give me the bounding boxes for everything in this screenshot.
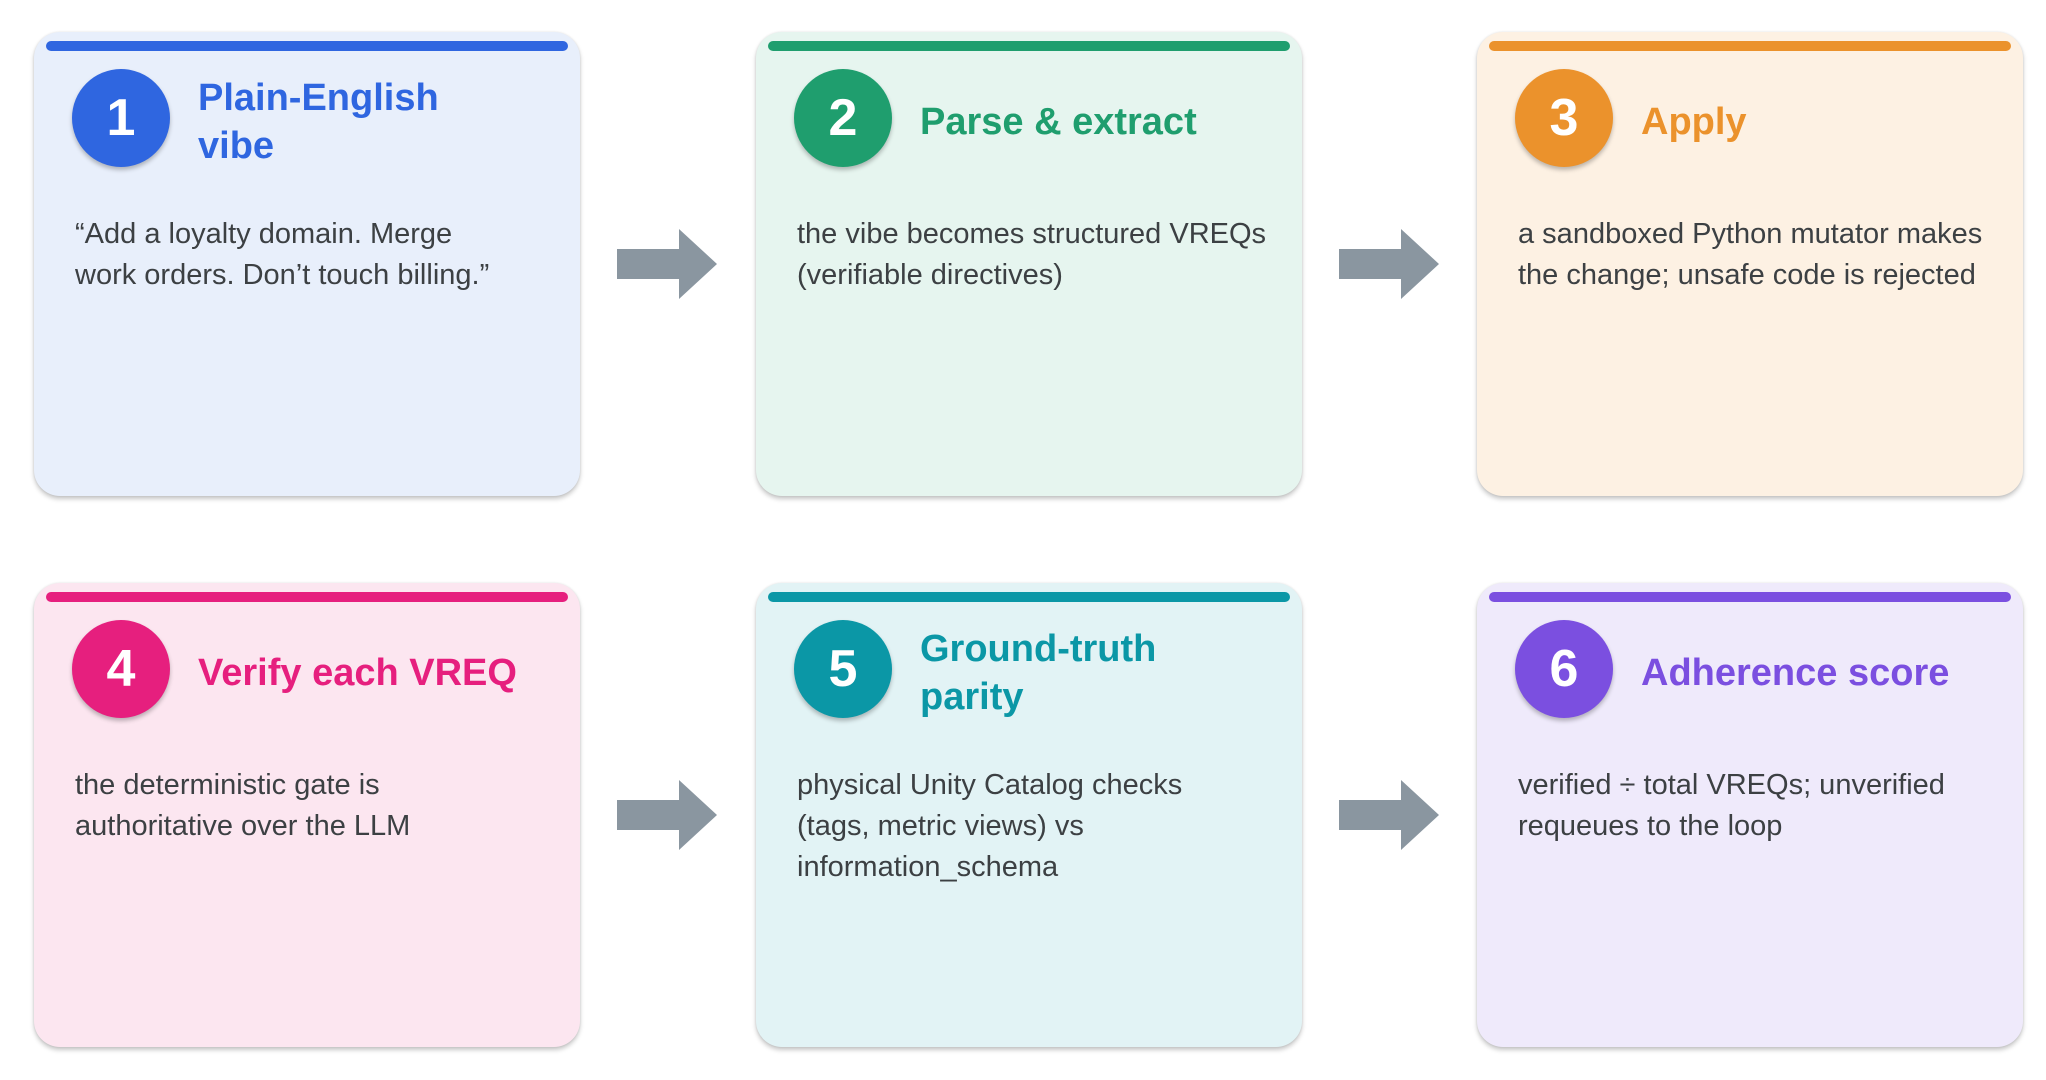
card-accent-bar <box>1489 592 2011 602</box>
step-title: Plain-English vibe <box>198 77 439 167</box>
right-arrow-icon <box>1339 780 1439 850</box>
card-accent-bar <box>1489 41 2011 51</box>
step-description: the deterministic gate is authoritative … <box>75 769 411 842</box>
step-card-6: 6 Adherence score verified ÷ total VREQs… <box>1477 583 2023 1047</box>
card-accent-bar <box>46 592 568 602</box>
right-arrow-icon <box>617 229 717 299</box>
step-number-badge: 6 <box>1515 620 1613 718</box>
step-description: a sandboxed Python mutator makes the cha… <box>1518 218 1983 291</box>
step-title: Apply <box>1641 101 1747 143</box>
step-card-5: 5 Ground-truth parity physical Unity Cat… <box>756 583 1302 1047</box>
step-title: Verify each VREQ <box>198 652 517 694</box>
step-card-1: 1 Plain-English vibe “Add a loyalty doma… <box>34 32 580 496</box>
right-arrow-icon <box>617 780 717 850</box>
step-number-badge: 5 <box>794 620 892 718</box>
step-number-badge: 3 <box>1515 69 1613 167</box>
step-number-badge: 1 <box>72 69 170 167</box>
step-description: verified ÷ total VREQs; unverified reque… <box>1518 769 1945 842</box>
card-accent-bar <box>768 592 1290 602</box>
step-card-4: 4 Verify each VREQ the deterministic gat… <box>34 583 580 1047</box>
step-number-badge: 4 <box>72 620 170 718</box>
step-title: Ground-truth parity <box>920 628 1157 718</box>
right-arrow-icon <box>1339 229 1439 299</box>
step-card-2: 2 Parse & extract the vibe becomes struc… <box>756 32 1302 496</box>
step-title: Adherence score <box>1641 652 1950 694</box>
card-accent-bar <box>46 41 568 51</box>
step-description: “Add a loyalty domain. Merge work orders… <box>75 218 490 291</box>
step-card-3: 3 Apply a sandboxed Python mutator makes… <box>1477 32 2023 496</box>
step-description: physical Unity Catalog checks (tags, met… <box>797 769 1183 883</box>
step-title: Parse & extract <box>920 101 1197 143</box>
step-number-badge: 2 <box>794 69 892 167</box>
step-description: the vibe becomes structured VREQs (verif… <box>797 218 1267 291</box>
card-accent-bar <box>768 41 1290 51</box>
